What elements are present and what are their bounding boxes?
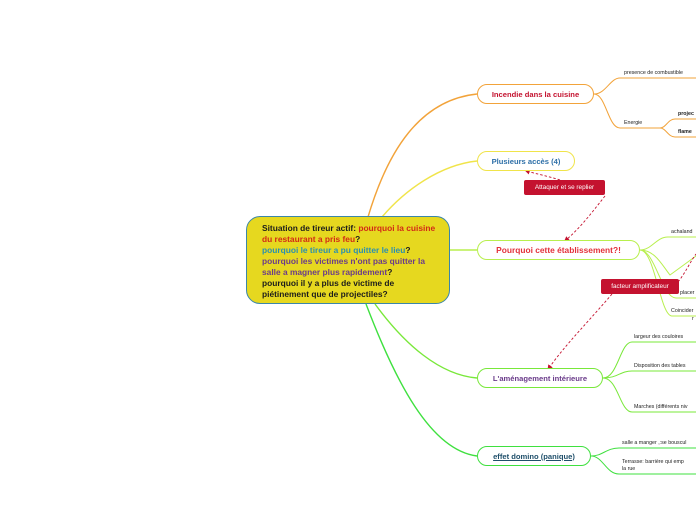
leaf-coincidence-tail: r [692, 316, 694, 322]
link-extra [639, 249, 696, 276]
central-question-1: pourquoi la cuisine du restaurant a pris… [262, 223, 436, 244]
topic-acces[interactable]: Plusieurs accès (4) [477, 151, 575, 171]
link-achalandage [639, 236, 696, 251]
leaf-marches[interactable]: Marches (différents niv [634, 404, 688, 410]
topic-domino[interactable]: effet domino (panique) [477, 446, 591, 466]
link-flamme [659, 127, 696, 138]
central-question-1-lead: Situation de tireur actif: [262, 223, 359, 233]
leaf-energie[interactable]: Energie [624, 120, 643, 126]
central-question-3: pourquoi les victimes n'ont pas quitter … [262, 256, 426, 277]
topic-etablissement[interactable]: Pourquoi cette établissement?! [477, 240, 640, 260]
relation-attaquer-to-acces [524, 169, 561, 181]
link-couloirs [602, 341, 696, 379]
leaf-tables[interactable]: Disposition des tables [634, 363, 686, 369]
central-question-2: pourquoi le tireur a pu quitter le lieu [262, 245, 406, 255]
leaf-flamme[interactable]: flame [678, 129, 692, 135]
link-placement [639, 249, 696, 299]
relation-facteur-label[interactable]: facteur amplificateur [601, 279, 679, 294]
topic-amenagement-label: L'aménagement intérieure [492, 373, 588, 383]
link-salle [590, 447, 696, 457]
leaf-salle[interactable]: salle a manger ,:se bouscul [622, 440, 687, 446]
link-tables [602, 370, 696, 379]
link-marches [602, 377, 696, 413]
relation-facteur-out [677, 253, 696, 283]
link-domino [365, 303, 478, 457]
leaf-achalandage[interactable]: achaland [671, 229, 693, 235]
topic-amenagement[interactable]: L'aménagement intérieure [477, 368, 603, 388]
topic-incendie-label: Incendie dans la cuisine [491, 89, 580, 99]
link-combustible [593, 77, 696, 95]
central-question-4: pourquoi il y a plus de victime de piéti… [262, 278, 395, 299]
topic-domino-label: effet domino (panique) [493, 451, 575, 461]
relation-facteur-arrow [547, 293, 613, 371]
leaf-terrasse-line-1: Terrasse: barrière qui emp [622, 459, 684, 465]
leaf-couloirs[interactable]: largeur des couloires [634, 334, 684, 340]
leaf-projectiles[interactable]: projec [678, 111, 694, 117]
link-energie [593, 93, 660, 129]
central-question-1-mark: ? [355, 234, 361, 244]
link-projectiles [659, 118, 696, 129]
leaf-combustible[interactable]: presence de combustible [624, 70, 683, 76]
link-incendie [367, 93, 478, 218]
link-acces [381, 160, 478, 218]
central-question-3-mark: ? [387, 267, 393, 277]
leaf-placement[interactable]: placer [680, 290, 695, 296]
relation-attaquer-label[interactable]: Attaquer et se replier [524, 180, 605, 195]
leaf-coincidence[interactable]: Coincider [671, 308, 694, 314]
central-question-2-mark: ? [405, 245, 411, 255]
link-terrasse [590, 455, 696, 475]
relation-attaquer-arrow [563, 195, 606, 242]
topic-acces-label: Plusieurs accès (4) [491, 156, 561, 166]
leaf-terrasse[interactable]: Terrasse: barrière qui emp la rue [622, 459, 684, 472]
central-topic[interactable]: Situation de tireur actif: pourquoi la c… [246, 216, 450, 304]
topic-etablissement-label: Pourquoi cette établissement?! [496, 245, 621, 255]
link-amenagement [374, 303, 478, 379]
leaf-terrasse-line-2: la rue [622, 465, 636, 472]
topic-incendie[interactable]: Incendie dans la cuisine [477, 84, 594, 104]
